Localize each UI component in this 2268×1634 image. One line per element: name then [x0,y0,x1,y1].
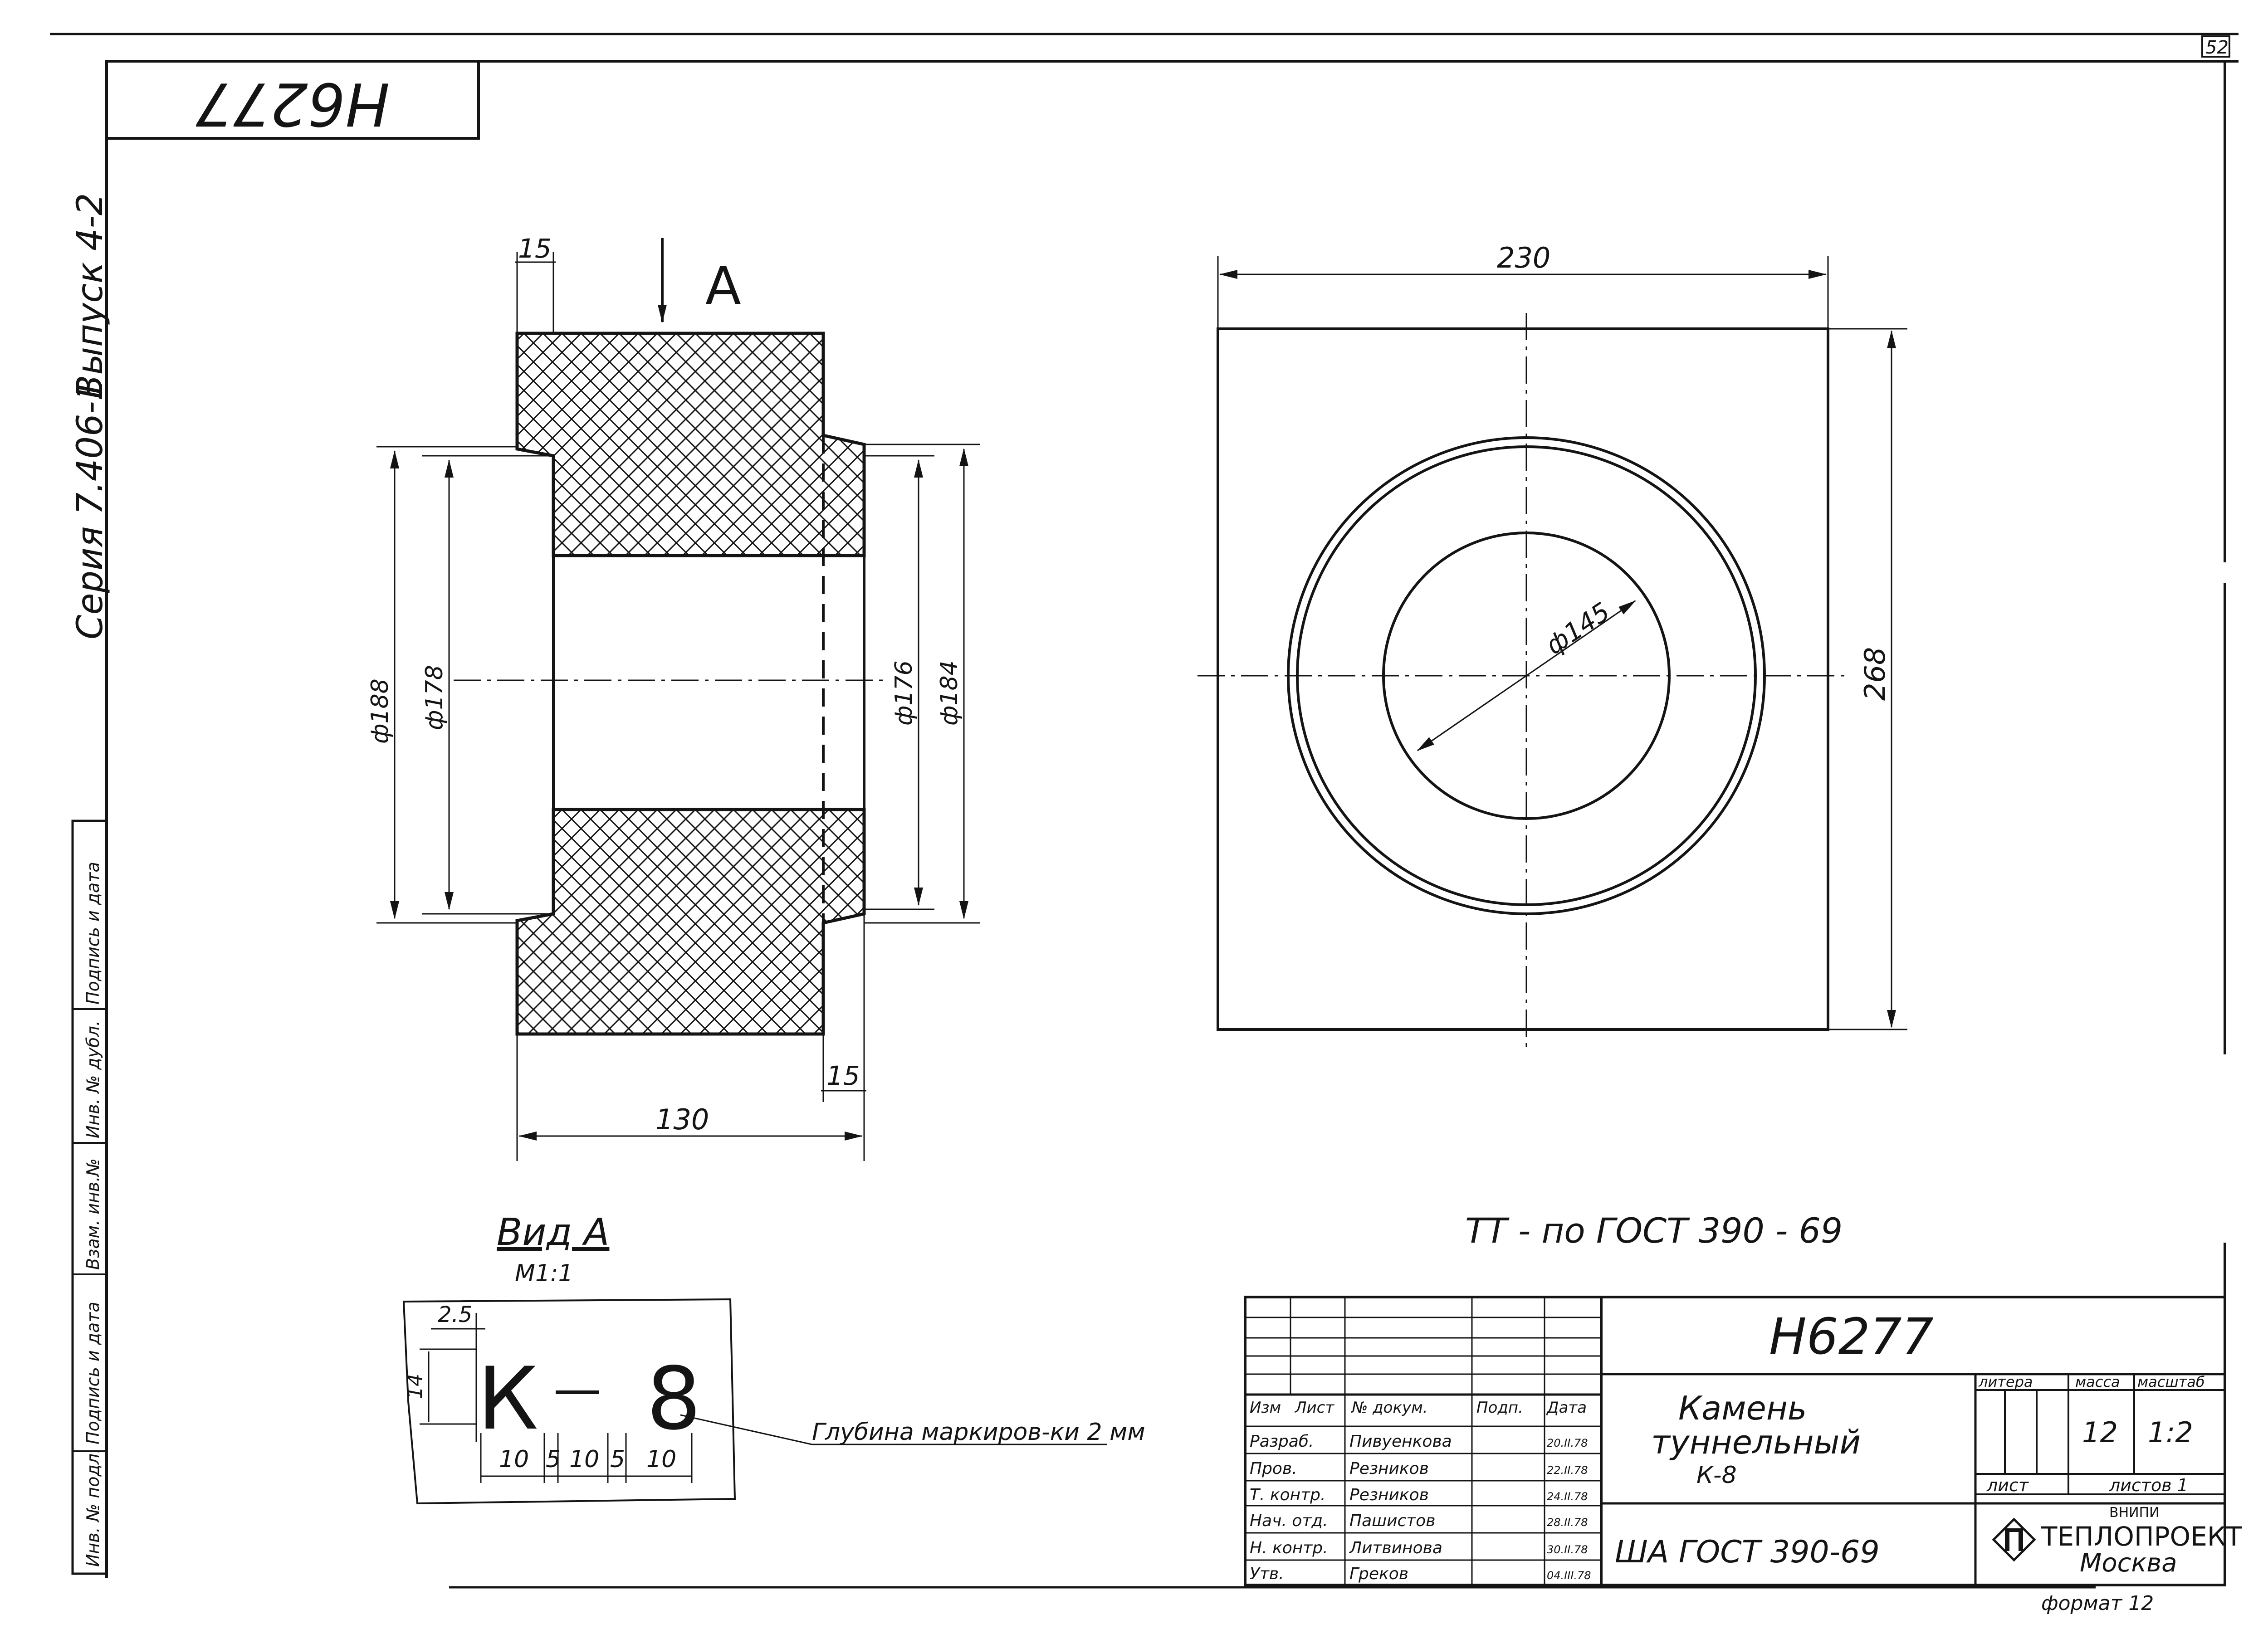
marking-view: Вид А М1:1 К 8 2.5 14 10 5 10 5 10 Глуби… [402,1211,1145,1505]
stamp-code: Н6277 [196,69,390,138]
side-field-4: Подпись и дата [83,862,103,1005]
sig-date-3: 28.II.78 [1547,1516,1588,1529]
dim-d176: ф176 [890,660,918,726]
sig-name-4: Литвинова [1349,1539,1442,1557]
dim-d188: ф188 [367,678,394,744]
plan-outline [1217,327,1829,1031]
tb-header-2: № докум. [1351,1399,1428,1417]
section-hatch-top [515,332,866,557]
tb-scale-label: масштаб [2137,1373,2205,1390]
tb-scale: 1:2 [2148,1416,2193,1449]
sig-name-2: Резников [1349,1486,1429,1504]
tb-org-small: ВНИПИ [2109,1505,2160,1521]
sig-date-1: 22.II.78 [1547,1464,1588,1477]
dim-width: 230 [1497,241,1550,274]
series-label: Серия 7.406-1 [70,379,111,639]
tb-litera-label: литера [1978,1373,2033,1390]
sig-role-5: Утв. [1250,1565,1284,1583]
tb-code: Н6277 [1769,1307,1934,1366]
tb-material: ША ГОСТ 390-69 [1615,1534,1880,1570]
tech-note: ТТ - по ГОСТ 390 - 69 [1465,1210,1843,1251]
title-block: Изм Лист № докум. Подп. Дата Разраб. Пив… [1244,1296,2242,1615]
tb-mass-label: масса [2075,1373,2120,1390]
tb-header-0: Изм [1250,1399,1281,1417]
marking-scale: М1:1 [515,1260,573,1287]
dim-d178: ф178 [421,665,448,730]
tb-sheets-label: листов 1 [2109,1475,2188,1495]
side-field-3: Инв. № дубл. [83,1020,103,1138]
tb-mass: 12 [2082,1416,2118,1449]
marking-dim-height: 14 [404,1374,427,1399]
tb-header-1: Лист [1294,1399,1334,1417]
view-arrow-label: А [705,256,741,317]
sig-date-0: 20.II.78 [1547,1437,1588,1449]
sig-name-5: Греков [1349,1565,1408,1583]
section-hatch-bottom [515,808,866,1036]
side-field-1: Подпись и дата [83,1302,103,1444]
marking-chain-0: 10 [499,1446,529,1473]
tb-name-0: Камень [1678,1389,1807,1427]
sig-role-0: Разраб. [1250,1432,1314,1451]
tb-header-4: Дата [1546,1399,1587,1417]
sig-date-5: 04.III.78 [1547,1569,1591,1582]
tb-org: ТЕПЛОПРОЕКТ [2041,1521,2242,1552]
marking-chain-2: 10 [569,1446,599,1473]
marking-plate [402,1298,736,1505]
marking-note: Глубина маркиров-ки 2 мм [812,1419,1145,1446]
side-field-0: Инв. № подл. [83,1448,103,1567]
marking-chain-1: 5 [546,1446,561,1473]
sig-role-1: Пров. [1250,1459,1297,1478]
section-view: А 15 15 130 ф188 ф178 ф176 ф184 [367,233,980,1161]
dim-top-flange: 15 [518,233,552,264]
sig-name-1: Резников [1349,1459,1429,1478]
org-logo-icon [1992,1517,2036,1562]
tb-city: Москва [2080,1548,2177,1578]
marking-chain-4: 10 [646,1446,676,1473]
tb-header-3: Подп. [1476,1399,1523,1417]
sig-date-2: 24.II.78 [1547,1490,1588,1503]
tb-sheet-label: лист [1986,1475,2029,1495]
marking-title: Вид А [497,1211,609,1254]
dim-bottom-flange: 15 [826,1060,860,1091]
tb-format: формат 12 [2041,1592,2154,1615]
sig-role-2: Т. контр. [1250,1486,1325,1504]
marking-letter-k: К [477,1349,538,1449]
issue-label: Выпуск 4-2 [70,193,111,399]
tb-name-1: туннельный [1651,1423,1861,1461]
tb-name-2: К-8 [1696,1462,1737,1489]
side-field-2: Взам. инв.№ [83,1158,103,1270]
dim-height: 268 [1858,647,1892,701]
marking-letter-8: 8 [646,1349,701,1449]
sig-date-4: 30.II.78 [1547,1543,1588,1556]
dim-d184: ф184 [936,660,963,726]
sheet-number: 52 [2205,37,2229,58]
sig-role-4: Н. контр. [1250,1539,1328,1557]
marking-chain-3: 5 [610,1446,625,1473]
sig-role-3: Нач. отд. [1250,1512,1328,1530]
dim-length: 130 [655,1103,709,1136]
dim-bore: ф145 [1540,597,1615,660]
sig-name-0: Пивуенкова [1349,1432,1452,1451]
stamp-code-box: Н6277 [105,60,480,140]
plan-view: ф145 230 268 [1198,241,1907,1052]
side-block: Серия 7.406-1 Выпуск 4-2 Инв. № подл. По… [70,193,111,1575]
marking-dim-top: 2.5 [438,1302,472,1327]
sig-name-3: Пашистов [1349,1512,1435,1530]
